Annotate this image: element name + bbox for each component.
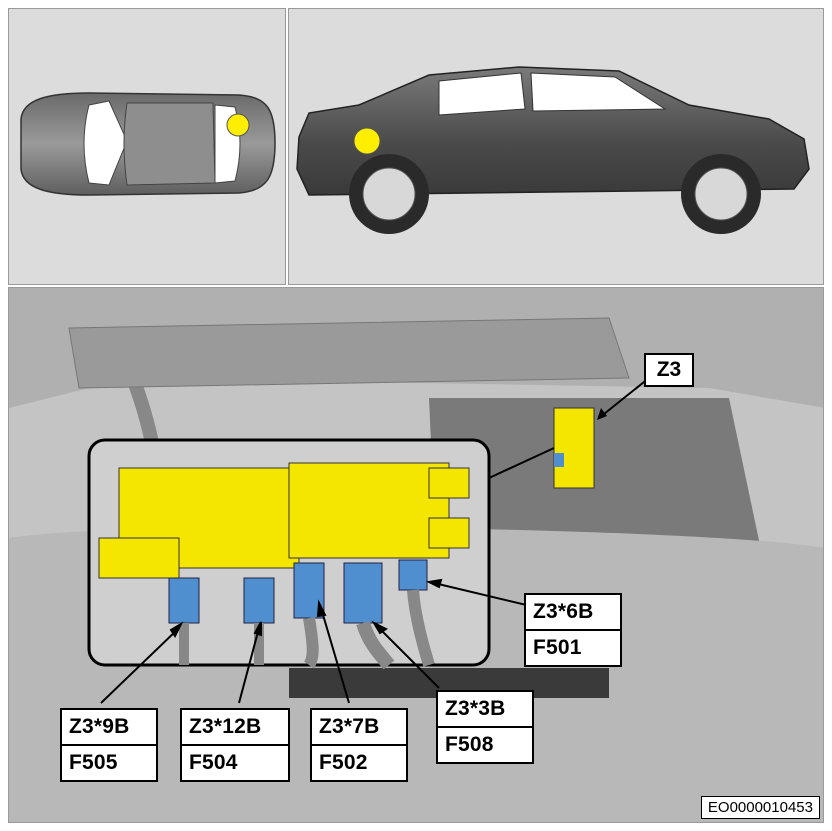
parcel-shelf	[68, 317, 630, 389]
top-view-panel	[8, 8, 286, 285]
connector-z3-6b	[398, 559, 428, 591]
rear-rim	[362, 167, 416, 221]
windshield	[83, 100, 128, 186]
connector-label: Z3*9B	[69, 715, 130, 738]
callout-z3-7b: Z3*7B F502	[310, 708, 408, 782]
fuse-label: F505	[62, 744, 156, 780]
front-rim	[694, 167, 748, 221]
connector-z3-9b	[168, 577, 200, 624]
image-code: EO0000010453	[700, 796, 820, 819]
connector-label: Z3*3B	[445, 697, 506, 720]
z3-unit-in-car	[553, 407, 595, 489]
magnified-inset	[87, 438, 555, 670]
roof	[123, 102, 216, 186]
callout-z3-9b: Z3*9B F505	[60, 708, 158, 782]
location-marker-top	[226, 113, 250, 137]
connector-z3-12b	[243, 577, 275, 624]
connector-label: Z3*12B	[189, 715, 262, 738]
callout-z3-6b: Z3*6B F501	[524, 593, 622, 667]
fuse-label: F501	[526, 629, 620, 665]
connector-label: Z3*7B	[319, 715, 380, 738]
car-top-view	[20, 92, 276, 196]
trunk-illustration	[9, 288, 823, 822]
fuse-label: F502	[312, 744, 406, 780]
callout-leaders	[100, 578, 540, 704]
front-side-window	[530, 72, 667, 112]
car-side-view	[296, 66, 810, 234]
side-view-panel	[288, 8, 824, 285]
fuse-carrier	[288, 462, 450, 559]
callout-z3-12b: Z3*12B F504	[180, 708, 290, 782]
fuse-label: F508	[438, 726, 532, 762]
fuse-label: F504	[182, 744, 288, 780]
connector-z3-3b	[343, 562, 383, 624]
rear-side-window	[438, 72, 526, 116]
connector-label: Z3*6B	[533, 600, 594, 623]
z3-leader-line	[598, 377, 650, 419]
location-marker-side	[353, 127, 381, 155]
component-label-z3: Z3	[644, 353, 694, 387]
callout-z3-3b: Z3*3B F508	[436, 690, 534, 764]
z3-small-connector	[554, 453, 564, 467]
